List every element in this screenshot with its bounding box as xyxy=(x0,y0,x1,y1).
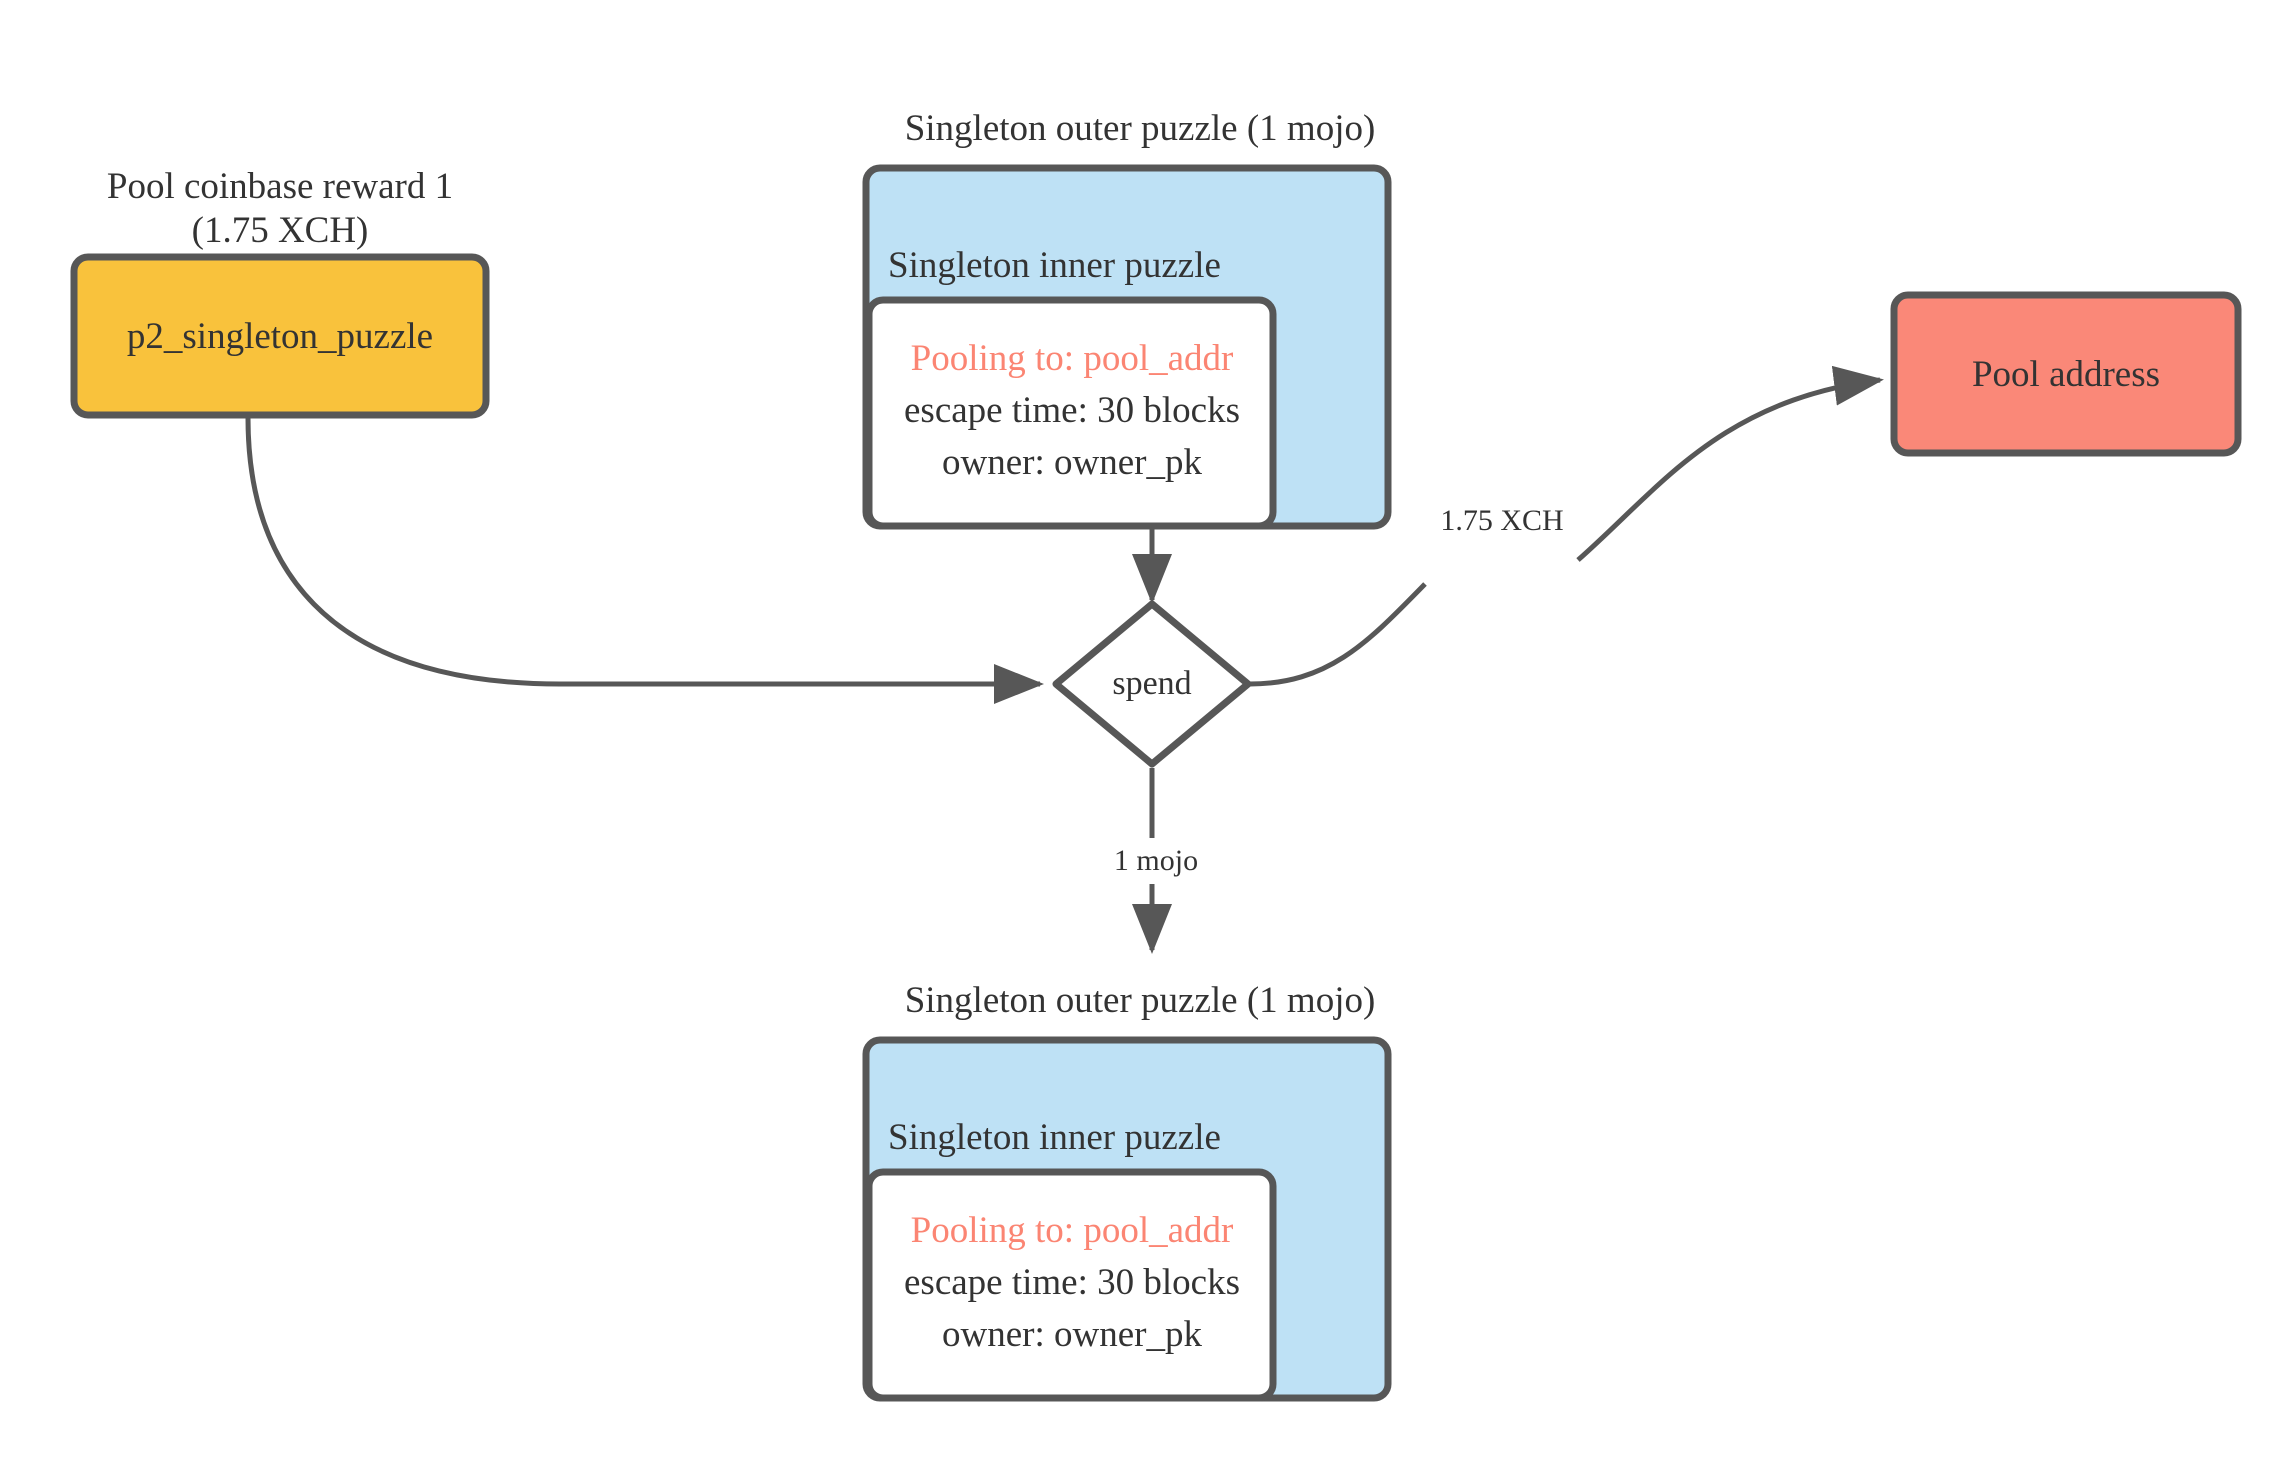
singleton-top-inner-title: Singleton inner puzzle xyxy=(888,245,1221,286)
edge-coinbase-to-spend xyxy=(245,417,1045,704)
singleton-top-owner-detail: owner: owner_pk xyxy=(942,442,1202,483)
singleton-bottom-pooling-detail: Pooling to: pool_addr xyxy=(910,1210,1234,1251)
singleton-bottom-caption: Singleton outer puzzle (1 mojo) xyxy=(904,980,1376,1021)
node-pool-address[interactable] xyxy=(1890,291,2242,457)
coinbase-caption-line2: (1.75 XCH) xyxy=(191,210,369,251)
spend-node-label: spend xyxy=(1112,665,1192,702)
edge-label-1-75-xch: 1.75 XCH xyxy=(1440,504,1564,537)
edge-spend-to-pool-address xyxy=(1249,365,1884,687)
p2-singleton-puzzle-label: p2_singleton_puzzle xyxy=(126,316,434,357)
singleton-bottom-inner-title: Singleton inner puzzle xyxy=(888,1117,1221,1158)
singleton-top-pooling-detail: Pooling to: pool_addr xyxy=(910,338,1234,379)
pool-address-label: Pool address xyxy=(1971,354,2161,395)
node-singleton-outer-top[interactable] xyxy=(862,164,1392,530)
node-spend-diamond[interactable] xyxy=(1052,600,1252,768)
node-singleton-outer-bottom[interactable] xyxy=(862,1036,1392,1402)
singleton-top-escape-detail: escape time: 30 blocks xyxy=(904,390,1240,431)
singleton-bottom-owner-detail: owner: owner_pk xyxy=(942,1314,1202,1355)
singleton-bottom-escape-detail: escape time: 30 blocks xyxy=(904,1262,1240,1303)
singleton-top-caption: Singleton outer puzzle (1 mojo) xyxy=(904,108,1376,149)
edge-label-1-mojo: 1 mojo xyxy=(1113,844,1199,877)
coinbase-caption-line1: Pool coinbase reward 1 xyxy=(106,166,454,207)
node-p2-singleton-puzzle[interactable] xyxy=(70,253,490,419)
